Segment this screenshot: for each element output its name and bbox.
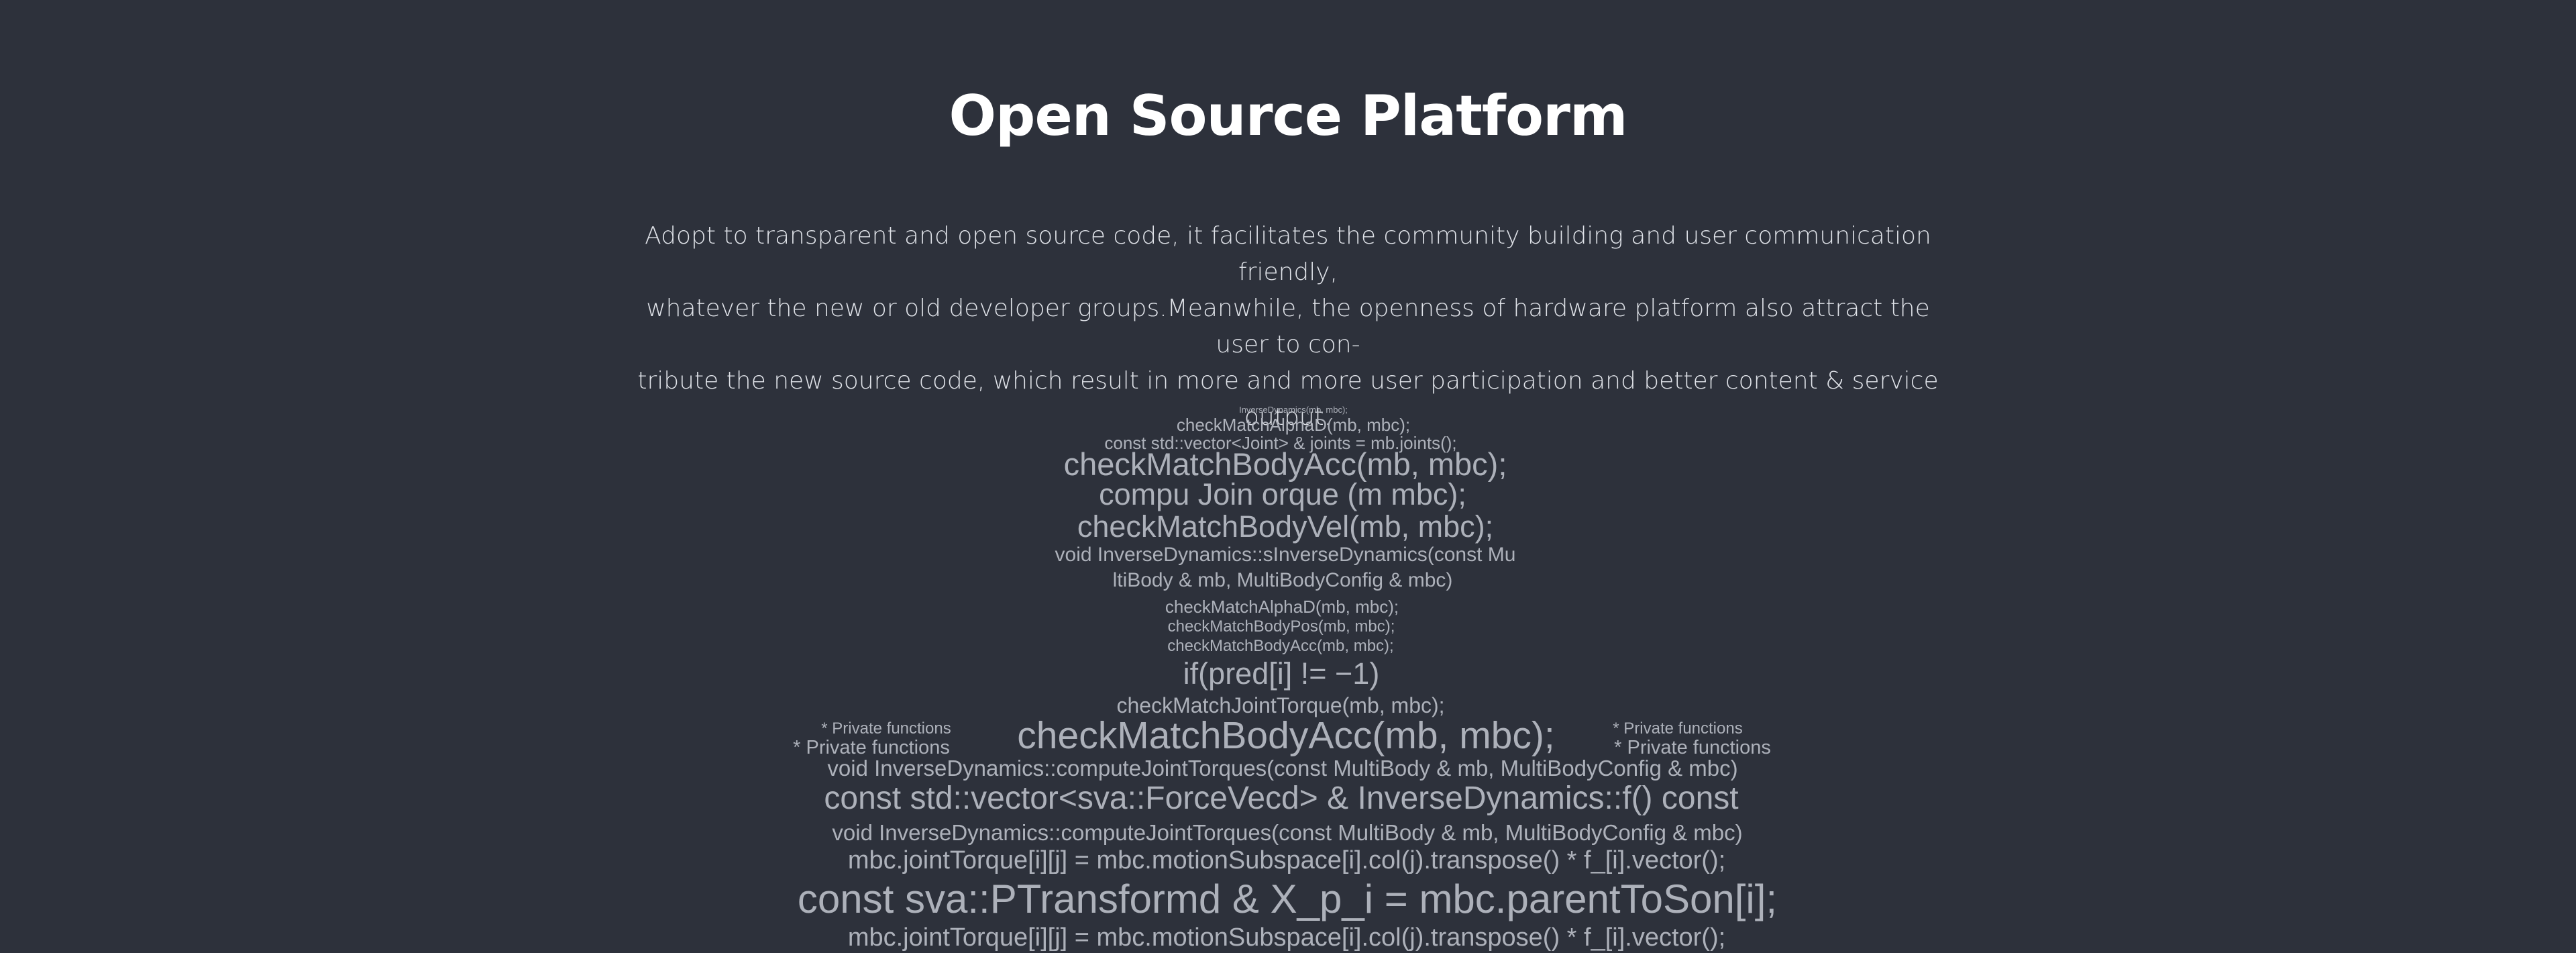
- code-line: compu Join orque (m mbc);: [1099, 477, 1466, 511]
- code-line: ltiBody & mb, MultiBodyConfig & mbc): [1112, 569, 1453, 591]
- code-line: checkMatchJointTorque(mb, mbc);: [1116, 693, 1445, 717]
- code-line: checkMatchAlphaD(mb, mbc);: [1165, 597, 1399, 617]
- code-line: void InverseDynamics::computeJointTorque…: [827, 756, 1738, 781]
- code-line: * Private functions: [1613, 719, 1743, 738]
- description: Adopt to transparent and open source cod…: [631, 218, 1945, 436]
- code-line: mbc.jointTorque[i][j] = mbc.motionSubspa…: [847, 923, 1726, 952]
- code-line: InverseDynamics(mb, mbc);: [1239, 405, 1348, 415]
- description-line: Adopt to transparent and open source cod…: [645, 222, 1931, 286]
- code-line: void InverseDynamics::sInverseDynamics(c…: [1055, 544, 1516, 566]
- code-line: checkMatchBodyAcc(mb, mbc);: [1017, 714, 1555, 757]
- code-line: const sva::PTransformd & X_p_i = mbc.par…: [797, 876, 1778, 921]
- code-line: * Private functions: [1614, 737, 1771, 758]
- code-line: checkMatchBodyVel(mb, mbc);: [1077, 509, 1494, 544]
- code-line: * Private functions: [821, 719, 951, 738]
- code-line: checkMatchBodyAcc(mb, mbc);: [1063, 446, 1507, 482]
- page-title: Open Source Platform: [949, 83, 1628, 148]
- code-line: * Private functions: [793, 737, 950, 758]
- code-line: void InverseDynamics::computeJointTorque…: [832, 820, 1743, 845]
- code-line: mbc.jointTorque[i][j] = mbc.motionSubspa…: [847, 846, 1726, 874]
- code-line: checkMatchAlphaD(mb, mbc);: [1176, 415, 1411, 435]
- code-line: checkMatchBodyPos(mb, mbc);: [1167, 617, 1395, 636]
- description-line: tribute the new source code, which resul…: [637, 367, 1939, 431]
- code-line: const std::vector<Joint> & joints = mb.j…: [1104, 433, 1457, 453]
- code-line: const std::vector<sva::ForceVecd> & Inve…: [824, 781, 1739, 816]
- code-line: checkMatchBodyAcc(mb, mbc);: [1167, 637, 1394, 655]
- code-line: if(pred[i] != −1): [1183, 656, 1380, 691]
- description-line: whatever the new or old developer groups…: [646, 295, 1930, 358]
